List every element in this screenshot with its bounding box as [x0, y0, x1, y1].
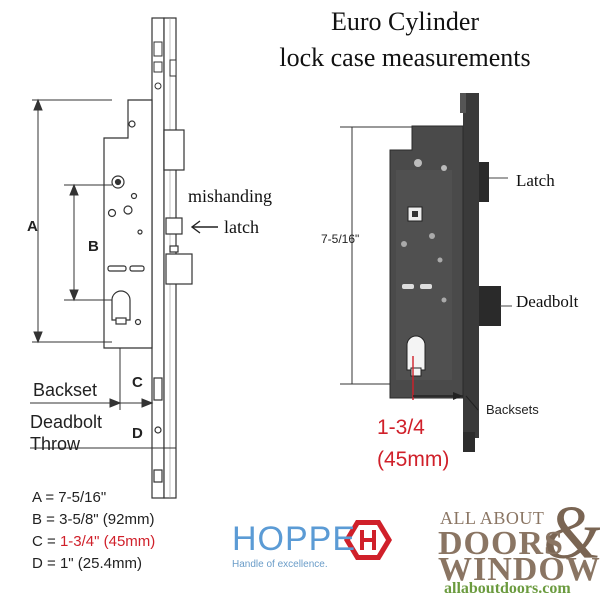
deadbolt-throw-line-1: Deadbolt [30, 412, 103, 432]
title-line-2: lock case measurements [279, 43, 531, 72]
right-deadbolt [479, 286, 512, 326]
legend-value: 1" (25.4mm) [59, 555, 142, 572]
hoppe-tagline: Handle of excellence. [232, 559, 328, 570]
ampersand-glyph: & [543, 491, 600, 575]
diagram-title: Euro Cylinder lock case measurements [215, 4, 595, 76]
left-latch-and-bolts [153, 129, 193, 483]
dimension-b-label: B [88, 238, 99, 255]
brand-doors: DOORS [438, 525, 564, 562]
deadbolt-throw-label: Deadbolt Throw [30, 411, 102, 455]
legend-row-b: B = 3-5/8" (92mm) [32, 509, 155, 531]
all-about-doors-windows-logo: & ALL ABOUT DOORS WINDOWS allaboutdoors.… [438, 491, 600, 598]
right-lock-case [389, 125, 464, 399]
backsets-label: Backsets [486, 402, 539, 417]
legend-row-c: C = 1-3/4" (45mm) [32, 531, 155, 553]
dimension-a-label: A [27, 218, 38, 235]
brand-url: allaboutdoors.com [444, 580, 571, 597]
backset-label: Backset [33, 380, 98, 400]
dimension-c-label: C [132, 374, 143, 391]
deadbolt-label: Deadbolt [516, 292, 579, 311]
legend-prefix: B = [32, 511, 60, 528]
right-backset-dimension [412, 356, 479, 411]
legend-value: 7-5/16" [58, 489, 107, 506]
legend-prefix: A = [32, 489, 59, 506]
measurement-legend: A = 7-5/16" B = 3-5/8" (92mm) C = 1-3/4"… [32, 487, 155, 575]
left-lock-case [103, 99, 153, 349]
legend-prefix: C = [32, 533, 60, 550]
legend-row-a: A = 7-5/16" [32, 487, 155, 509]
right-latch-bolt [479, 162, 508, 202]
mishanding-latch-label: latch [224, 217, 259, 237]
mishanding-label: mishanding [188, 186, 272, 206]
left-top-hardware [153, 41, 177, 90]
hoppe-logo: HOPPE Handle of excellence. [232, 520, 356, 570]
backset-value-label: 1-3/4 (45mm) [377, 412, 449, 476]
hoppe-wordmark: HOPPE [232, 520, 357, 558]
hoppe-logo-mark [344, 520, 392, 560]
height-label: 7-5/16" [321, 232, 360, 246]
left-dimension-cd-lines [30, 348, 176, 449]
brand-tagline: ALL ABOUT [440, 508, 545, 528]
left-dimension-a-line [32, 98, 112, 344]
latch-label: Latch [516, 171, 555, 190]
legend-value: 3-5/8" (92mm) [59, 511, 155, 528]
title-line-1: Euro Cylinder [330, 7, 480, 36]
left-dimension-b-line [64, 183, 112, 302]
legend-prefix: D = [32, 555, 60, 572]
brand-windows: WINDOWS [438, 551, 600, 588]
legend-row-d: D = 1" (25.4mm) [32, 553, 155, 575]
right-faceplate [460, 93, 479, 452]
backset-value-line-2: (45mm) [377, 448, 450, 471]
mishanding-arrow [190, 220, 218, 234]
legend-value-highlight: 1-3/4" (45mm) [59, 533, 156, 550]
dimension-d-label: D [132, 425, 143, 442]
deadbolt-throw-line-2: Throw [30, 434, 81, 454]
backset-value-line-1: 1-3/4 [377, 416, 425, 439]
